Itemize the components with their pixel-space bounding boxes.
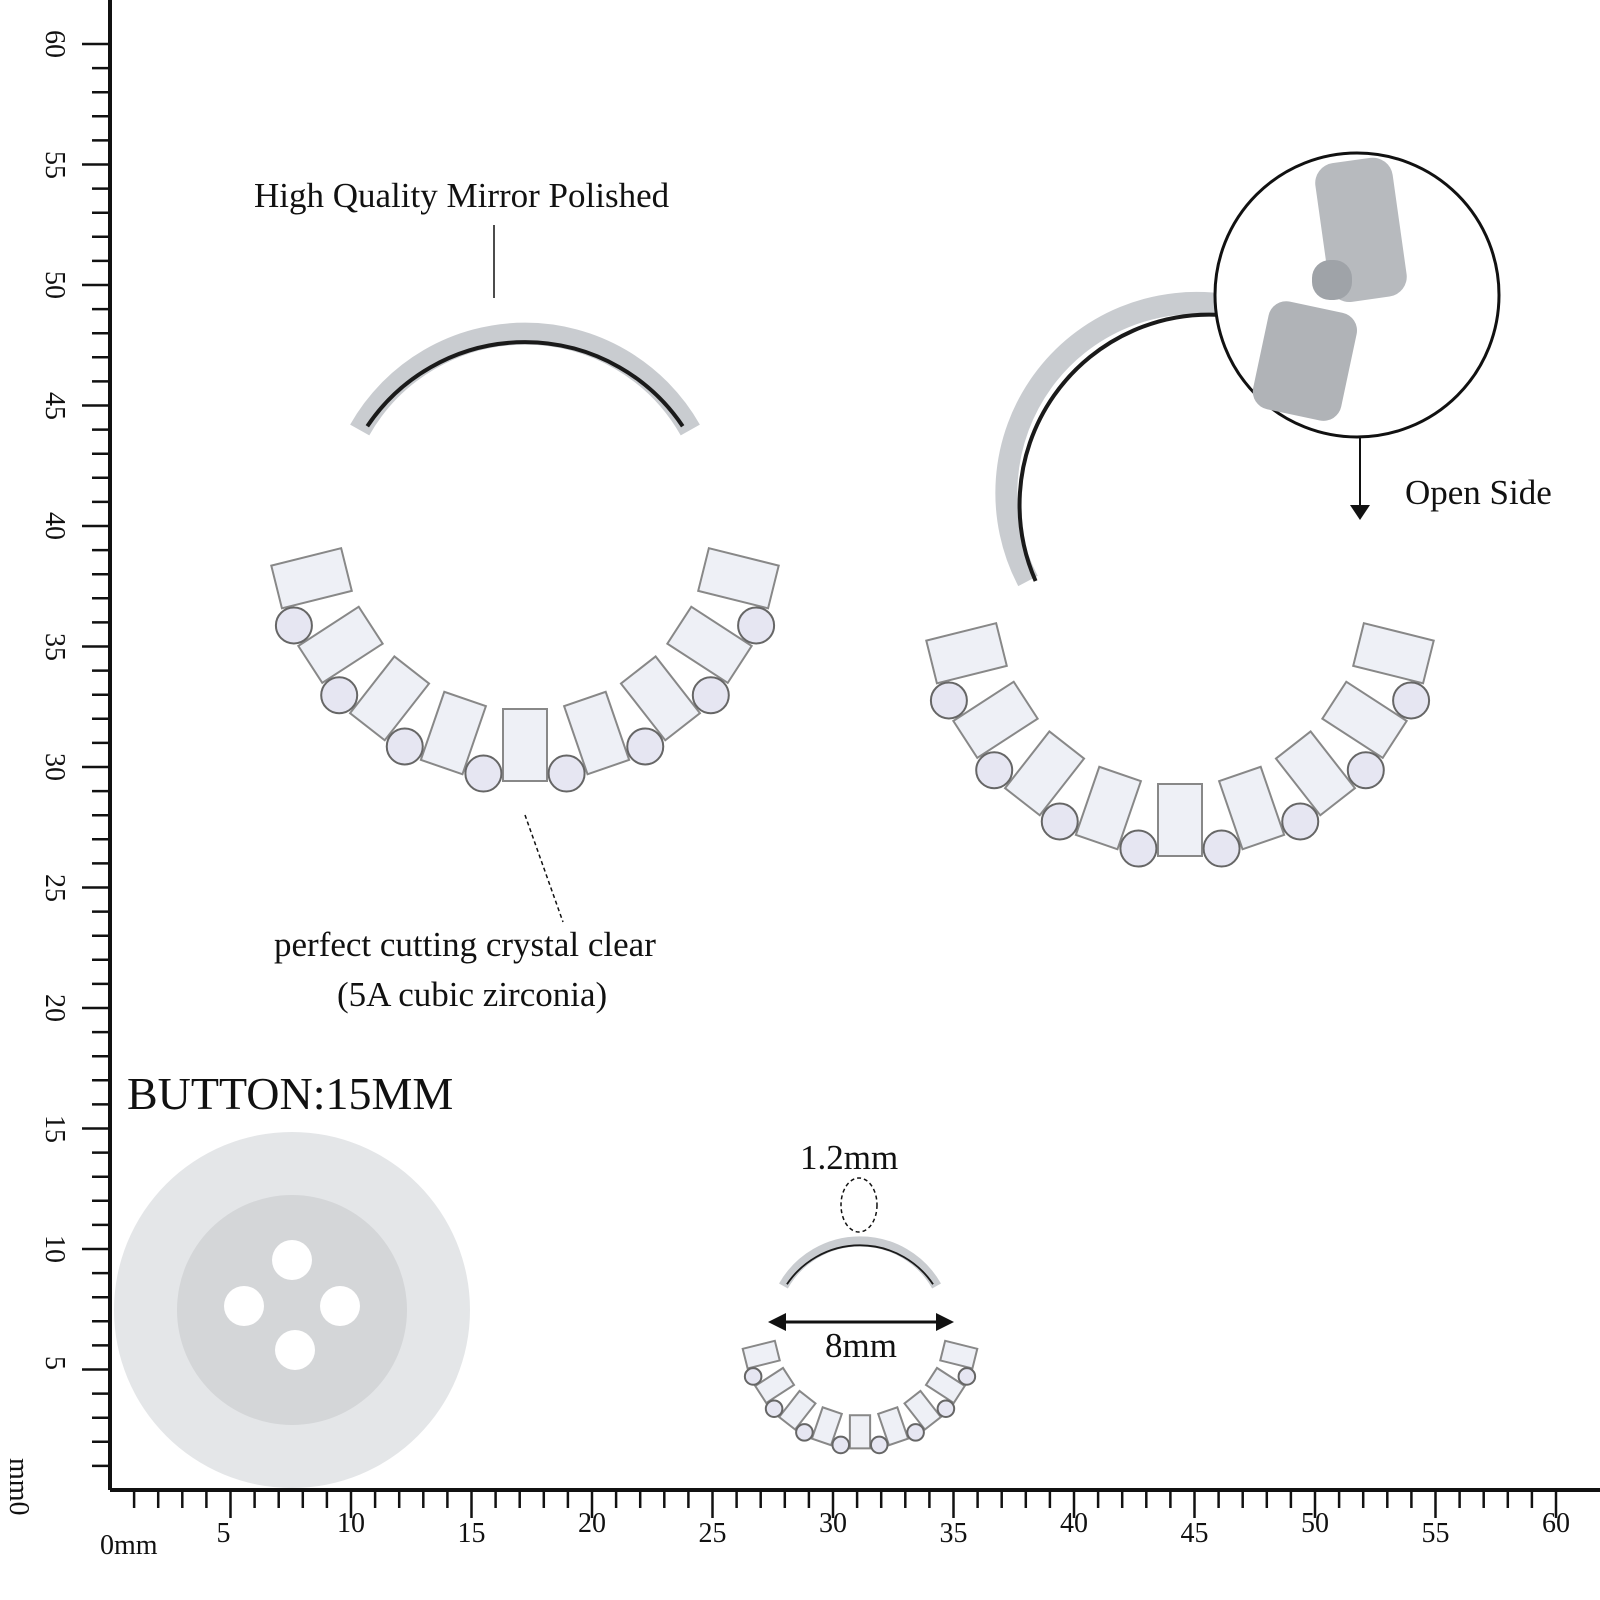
- round-gem: [626, 727, 665, 766]
- round-gem: [691, 676, 730, 715]
- baguette-gem: [562, 690, 631, 776]
- round-gem: [1346, 751, 1385, 790]
- round-gem: [957, 1367, 977, 1386]
- ruler-label-x: 15: [457, 1518, 486, 1549]
- ruler-label-x: 10: [337, 1508, 365, 1539]
- ruler-label-x: 30: [819, 1508, 847, 1539]
- baguette-gem: [1074, 765, 1143, 851]
- baguette-gem: [924, 1366, 967, 1405]
- ruler-label-y: 25: [39, 873, 70, 902]
- baguette-gem: [1157, 783, 1203, 857]
- ruler-vertical-unit-label: mm0: [3, 1458, 34, 1516]
- round-gem: [320, 676, 359, 715]
- ruler-label-y: 20: [39, 994, 70, 1022]
- ring-closed: [270, 322, 780, 793]
- pointer-lines: [493, 225, 564, 923]
- baguette-gem: [1320, 680, 1409, 760]
- ruler-label-y: 50: [39, 271, 70, 299]
- ruler-label-y: 30: [39, 753, 70, 781]
- baguette-gem: [848, 1414, 872, 1450]
- ruler-label-x: 35: [939, 1518, 968, 1549]
- round-gem: [906, 1423, 925, 1442]
- ruler-label-y: 15: [39, 1114, 70, 1143]
- baguette-gem: [665, 605, 754, 685]
- baguette-gem: [1274, 730, 1357, 817]
- polish-label: High Quality Mirror Polished: [254, 176, 670, 215]
- ruler-unit-label: 0mm: [100, 1530, 158, 1561]
- ruler-label-y: 45: [39, 391, 70, 420]
- baguette-gem: [876, 1406, 910, 1447]
- round-gem: [1040, 802, 1079, 841]
- button-image: [114, 1132, 470, 1488]
- open-side-label: Open Side: [1405, 473, 1552, 512]
- baguette-gem: [777, 1389, 817, 1431]
- baguette-gem: [348, 655, 431, 742]
- ruler-label-x: 60: [1542, 1508, 1570, 1539]
- baguette-gem: [951, 680, 1040, 760]
- ruler-label-x: 55: [1421, 1518, 1450, 1549]
- round-gem: [936, 1399, 956, 1418]
- ruler-label-y: 5: [39, 1355, 70, 1370]
- round-gem: [464, 754, 503, 793]
- ring-small: [741, 1236, 979, 1455]
- ruler-label-x: 50: [1301, 1508, 1329, 1539]
- ruler: [82, 0, 1600, 1518]
- dimension-markers: [768, 1177, 954, 1331]
- baguette-gem: [810, 1406, 844, 1447]
- baguette-gem: [270, 546, 354, 610]
- round-gem: [929, 681, 968, 720]
- round-gem: [274, 606, 313, 645]
- ruler-label-y: 40: [39, 512, 70, 540]
- ruler-label-y: 60: [39, 30, 70, 58]
- ring-open: [925, 291, 1435, 868]
- ruler-label-x: 20: [578, 1508, 606, 1539]
- hinge-detail-inset: [1213, 151, 1501, 520]
- baguette-gem: [1217, 765, 1286, 851]
- round-gem: [1119, 829, 1158, 868]
- round-gem: [831, 1435, 851, 1455]
- ruler-label-y: 35: [39, 632, 70, 661]
- round-gem: [1202, 829, 1241, 868]
- round-gem: [795, 1423, 814, 1442]
- round-gem: [975, 751, 1014, 790]
- ruler-label-y: 10: [39, 1235, 70, 1263]
- round-gem: [743, 1367, 763, 1386]
- ruler-label-x: 5: [216, 1518, 231, 1549]
- round-gem: [385, 727, 424, 766]
- baguette-gem: [753, 1366, 796, 1405]
- baguette-gem: [502, 708, 548, 782]
- baguette-gem: [419, 690, 488, 776]
- ruler-label-y: 55: [39, 150, 70, 179]
- round-gem: [737, 606, 776, 645]
- ring-hoop: [779, 1236, 941, 1289]
- crystal-sublabel: (5A cubic zirconia): [337, 975, 608, 1014]
- button-size-label: BUTTON:15MM: [127, 1068, 454, 1119]
- round-gem: [869, 1435, 889, 1455]
- crystal-label: perfect cutting crystal clear: [274, 925, 656, 964]
- ring-hoop: [350, 322, 700, 436]
- baguette-gem: [1003, 730, 1086, 817]
- round-gem: [764, 1399, 784, 1418]
- round-gem: [1392, 681, 1431, 720]
- baguette-gem: [925, 621, 1009, 685]
- round-gem: [547, 754, 586, 793]
- baguette-gem: [296, 605, 385, 685]
- ruler-label-x: 45: [1180, 1518, 1209, 1549]
- ruler-label-x: 40: [1060, 1508, 1088, 1539]
- wire-gauge-label: 1.2mm: [800, 1138, 899, 1177]
- baguette-gem: [939, 1339, 979, 1370]
- baguette-gem: [619, 655, 702, 742]
- baguette-gem: [1351, 621, 1435, 685]
- baguette-gem: [696, 546, 780, 610]
- round-gem: [1281, 802, 1320, 841]
- inner-diameter-label: 8mm: [825, 1326, 897, 1365]
- baguette-gem: [903, 1389, 943, 1431]
- baguette-gem: [741, 1339, 781, 1370]
- ruler-label-x: 25: [698, 1518, 727, 1549]
- ring-hinged-segment: [995, 291, 1230, 587]
